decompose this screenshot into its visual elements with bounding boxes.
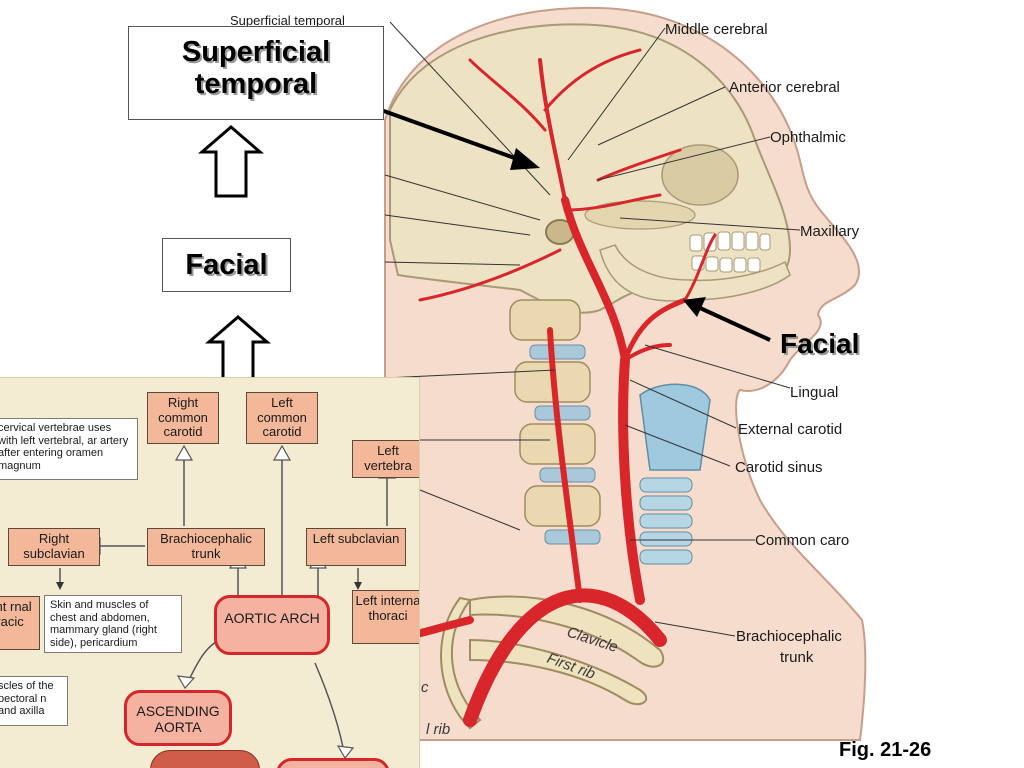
leader-lines (384, 21, 801, 637)
label-common-carotid: Common caro (755, 532, 849, 549)
callout-facial-text: Facial (185, 249, 268, 281)
label-brachiocephalic-line2: trunk (780, 649, 814, 666)
label-superficial-temporal-top: Superficial temporal (230, 13, 345, 28)
node-thoracic: THORACIC (276, 758, 390, 768)
node-left-vertebral: Left vertebra (352, 440, 419, 478)
callout-facial: Facial (162, 238, 291, 292)
node-ascending-aorta: ASCENDING AORTA (124, 690, 232, 746)
label-anterior-cerebral: Anterior cerebral (729, 79, 840, 96)
label-lingual: Lingual (790, 384, 838, 401)
node-left-subclavian: Left subclavian (306, 528, 406, 566)
arrow-to-facial (683, 297, 771, 342)
hollow-up-arrow-lower (204, 315, 272, 386)
node-right-internal-thoracic: ght rnal racic (0, 596, 40, 650)
lower-rib-bone (440, 596, 482, 730)
note-pectoral: scles of the pectoral n and axilla (0, 676, 68, 726)
label-maxillary: Maxillary (800, 223, 860, 240)
heart-fragment (150, 750, 260, 768)
label-carotid-sinus: Carotid sinus (735, 459, 823, 476)
node-right-subclavian: Right subclavian (8, 528, 100, 566)
label-brachiocephalic-line1: Brachiocephalic (736, 628, 842, 645)
zygomatic-arch (584, 200, 696, 230)
label-c-fragment: c (421, 679, 429, 696)
label-rib-fragment: l rib (426, 721, 450, 738)
trachea (639, 383, 711, 565)
label-ophthalmic: Ophthalmic (770, 129, 846, 146)
callout-superficial-temporal-text: Superficial temporal (181, 36, 331, 101)
note-skin-and-muscles: Skin and muscles of chest and abdomen, m… (44, 595, 182, 653)
aortic-branch-flowchart: Right common carotid Left common carotid… (0, 377, 420, 768)
callout-superficial-temporal: Superficial temporal (128, 26, 384, 120)
orbit (661, 144, 739, 206)
node-left-internal-thoracic: Left interna thoraci (352, 590, 419, 644)
node-left-common-carotid: Left common carotid (246, 392, 318, 444)
node-brachiocephalic-trunk: Brachiocephalic trunk (147, 528, 265, 566)
first-rib-bone (469, 638, 648, 706)
mandible (599, 244, 791, 302)
node-right-common-carotid: Right common carotid (147, 392, 219, 444)
hollow-up-arrow-upper (197, 125, 265, 198)
figure-number: Fig. 21-26 (839, 739, 931, 761)
note-vertebral-artery: cervical vertebrae uses with left verteb… (0, 418, 138, 480)
label-external-carotid: External carotid (738, 421, 842, 438)
node-aortic-arch: AORTIC ARCH (214, 595, 330, 655)
label-middle-cerebral: Middle cerebral (665, 21, 768, 38)
label-facial-big: Facial (780, 328, 859, 359)
